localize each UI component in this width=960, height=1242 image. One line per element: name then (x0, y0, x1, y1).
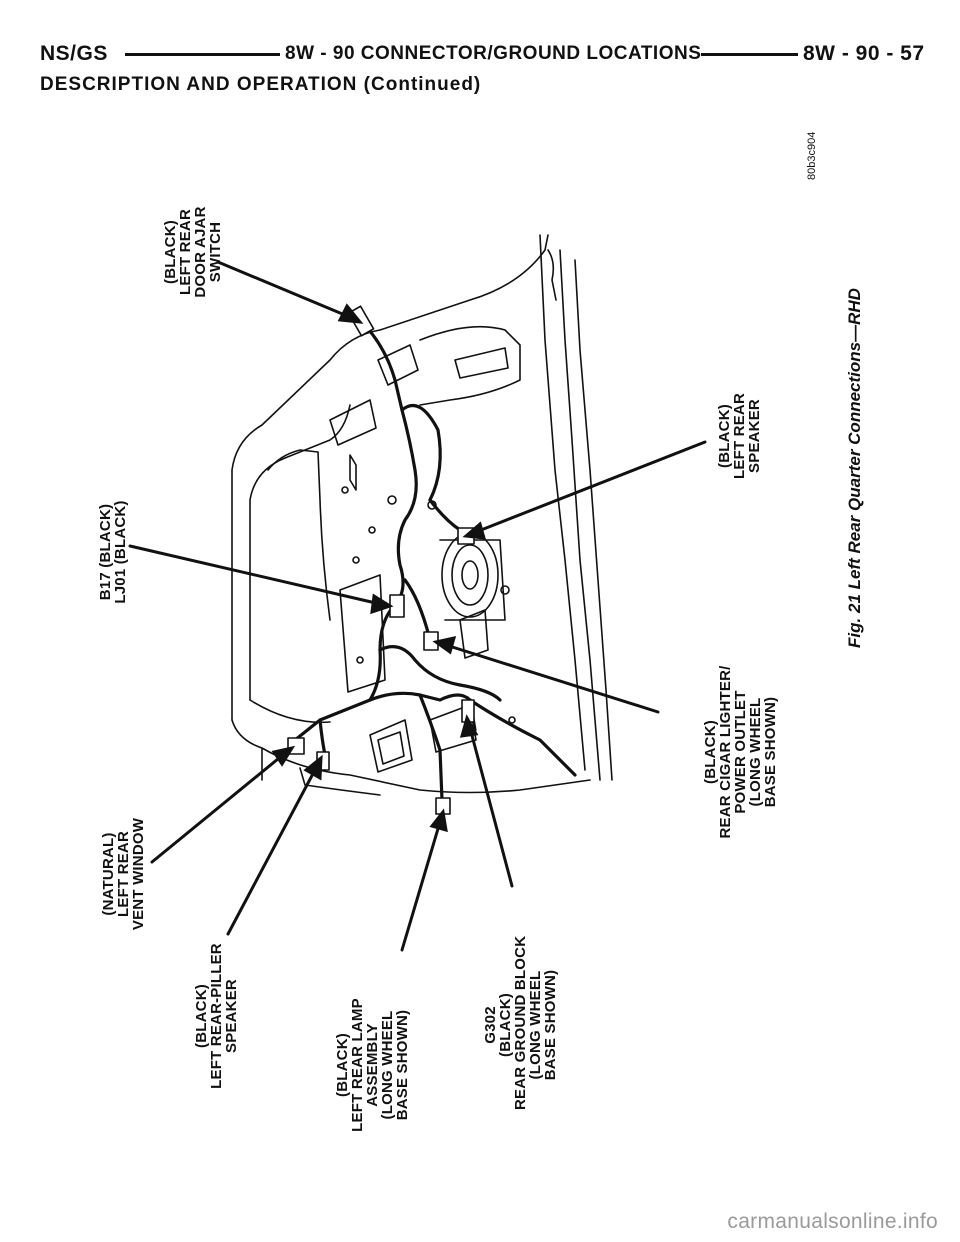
page-header: NS/GS 8W - 90 CONNECTOR/GROUND LOCATIONS… (40, 38, 925, 68)
leader-b17 (128, 544, 382, 606)
leader-cigar (444, 643, 660, 714)
label-cigar: (BLACK)REAR CIGAR LIGHTER/POWER OUTLET(L… (702, 665, 779, 839)
leader-lamp (400, 820, 442, 952)
footer-watermark: carmanualsonline.info (727, 1210, 938, 1233)
leader-piller (226, 766, 318, 936)
header-center: 8W - 90 CONNECTOR/GROUND LOCATIONS (285, 43, 702, 65)
label-b17: B17 (BLACK)LJ01 (BLACK) (97, 500, 129, 604)
leader-door-ajar (216, 260, 354, 320)
header-rule-left (125, 53, 280, 56)
wire-harness (293, 318, 418, 742)
panel-outline (231, 234, 549, 721)
header-right: 8W - 90 - 57 (803, 42, 925, 66)
figure-code: 80b3c904 (806, 131, 818, 180)
leader-speaker (474, 440, 707, 534)
section-title: DESCRIPTION AND OPERATION (Continued) (40, 74, 482, 95)
leader-vent (150, 752, 286, 864)
header-rule-right (618, 53, 798, 56)
leader-ground (468, 726, 514, 888)
header-left: NS/GS (40, 42, 108, 66)
